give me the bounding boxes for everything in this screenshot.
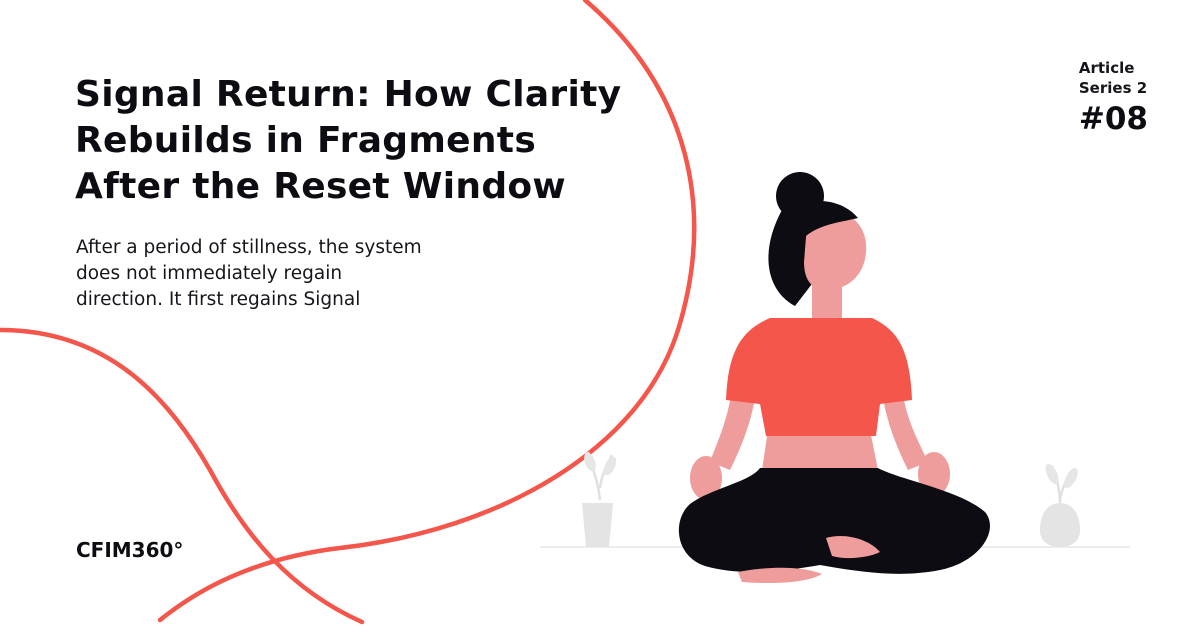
description-line-2: does not immediately regain bbox=[76, 263, 343, 284]
title-line-2: Rebuilds in Fragments bbox=[75, 120, 537, 161]
series-label-line-2: Series 2 bbox=[1078, 79, 1148, 97]
title-line-1: Signal Return: How Clarity bbox=[75, 74, 622, 115]
title-line-3: After the Reset Window bbox=[75, 166, 566, 207]
description-line-3: direction. It first regains Signal bbox=[76, 289, 361, 310]
decorative-curve-top bbox=[157, 0, 697, 623]
article-description: After a period of stillness, the system … bbox=[76, 235, 516, 313]
decorative-curve-left bbox=[0, 327, 365, 625]
series-label-line-1: Article bbox=[1078, 59, 1135, 77]
plant-left-icon bbox=[582, 451, 617, 547]
brand-logo-text: CFIM360° bbox=[76, 538, 184, 562]
series-number: #08 bbox=[1078, 101, 1148, 137]
article-title: Signal Return: How Clarity Rebuilds in F… bbox=[75, 72, 675, 210]
meditating-woman-illustration bbox=[678, 172, 990, 584]
plant-right-icon bbox=[1040, 463, 1080, 547]
series-badge: Article Series 2 #08 bbox=[1079, 58, 1148, 138]
description-line-1: After a period of stillness, the system bbox=[76, 237, 422, 258]
